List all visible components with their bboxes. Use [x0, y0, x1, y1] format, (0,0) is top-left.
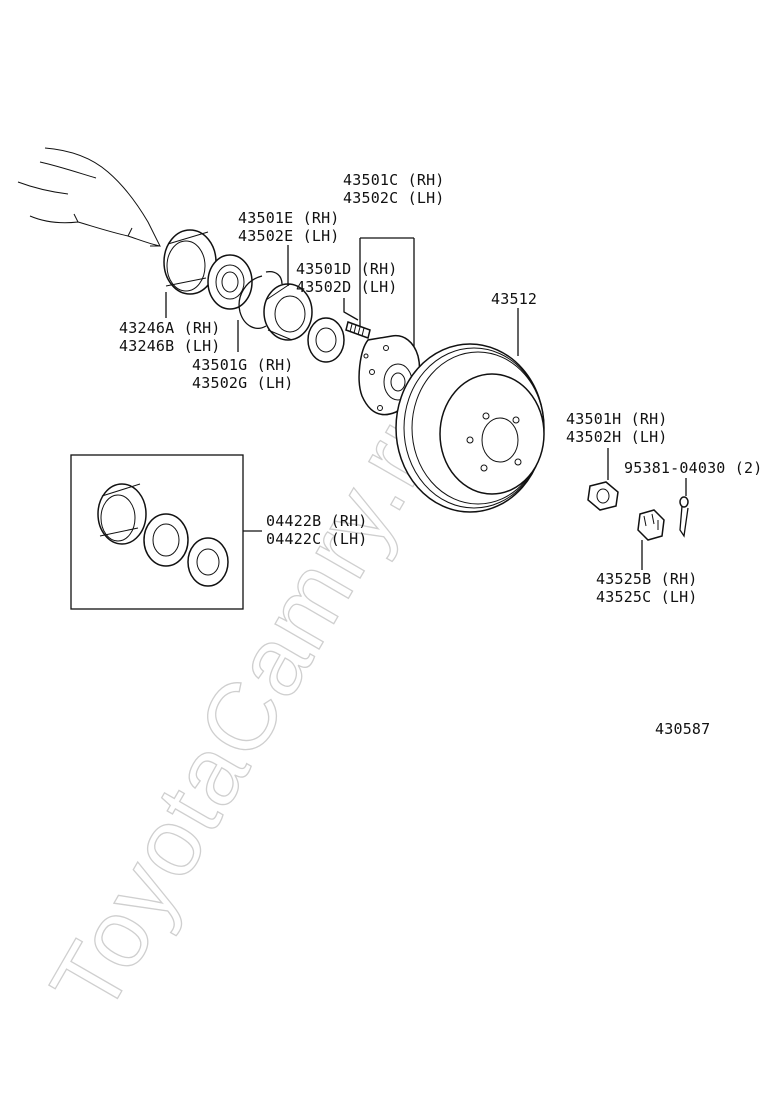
label-43501g: 43501G (RH) — [192, 356, 294, 374]
label-43501c: 43501C (RH) — [343, 171, 445, 189]
nut-lock-cap-part — [637, 509, 665, 541]
label-43502d: 43502D (LH) — [296, 278, 398, 296]
label-04422b: 04422B (RH) — [266, 512, 368, 530]
label-43501d: 43501D (RH) — [296, 260, 398, 278]
inner-race-part — [307, 317, 345, 363]
label-43246a: 43246A (RH) — [119, 319, 221, 337]
label-43502g: 43502G (LH) — [192, 374, 294, 392]
label-43246b: 43246B (LH) — [119, 337, 221, 355]
label-95381: 95381-04030 (2) — [624, 459, 760, 477]
bearing-kit-box — [70, 454, 244, 610]
kit-inner-race-part — [187, 537, 229, 587]
pointing-hand-icon — [17, 147, 161, 247]
brake-disc-part — [395, 343, 545, 513]
label-43502h: 43502H (LH) — [566, 428, 668, 446]
leader-lines — [165, 237, 687, 570]
label-43525b: 43525B (RH) — [596, 570, 698, 588]
hub-bolt-part — [345, 321, 371, 339]
snap-ring-part — [238, 270, 283, 329]
cotter-pin-part — [679, 496, 689, 538]
kit-bearing-part — [143, 513, 189, 567]
bearing-outer-part — [207, 254, 253, 310]
diagram-number: 430587 — [655, 720, 710, 738]
label-43525c: 43525C (LH) — [596, 588, 698, 606]
label-43502c: 43502C (LH) — [343, 189, 445, 207]
label-43501h: 43501H (RH) — [566, 410, 668, 428]
label-43502e: 43502E (LH) — [238, 227, 340, 245]
label-43512: 43512 — [491, 290, 537, 308]
label-43501e: 43501E (RH) — [238, 209, 340, 227]
label-04422c: 04422C (LH) — [266, 530, 368, 548]
lock-nut-part — [587, 481, 619, 511]
kit-oil-seal-part — [97, 483, 147, 545]
